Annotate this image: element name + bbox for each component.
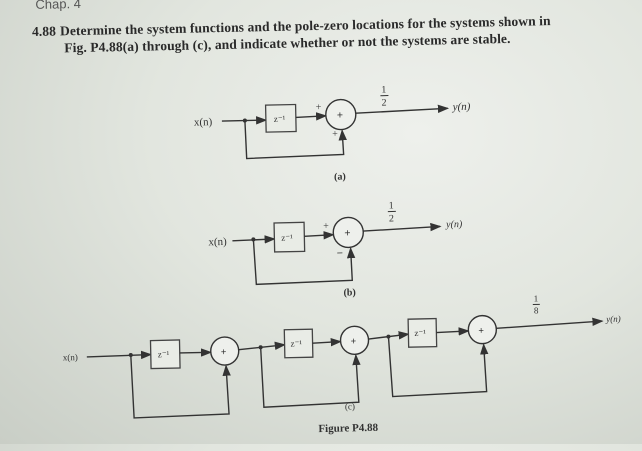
delay-label: z⁻¹: [274, 114, 286, 124]
figure-caption: Figure P4.88: [318, 422, 378, 435]
diagram-b: x(n) z⁻¹ + + − 1 2 y(n) (b): [208, 199, 465, 301]
line-5: [436, 331, 468, 333]
gain-numerator: 1: [389, 200, 394, 211]
delay-to-sum-line: [296, 116, 326, 118]
delay-label: z⁻¹: [281, 233, 293, 243]
gain-numerator: 1: [534, 293, 539, 303]
sign-bottom: −: [337, 248, 344, 260]
delay-label-1: z⁻¹: [158, 349, 170, 359]
summer-label: +: [337, 109, 344, 121]
summer-label: +: [344, 227, 351, 239]
summer-label-3: +: [478, 326, 484, 337]
output-line: [356, 108, 448, 113]
gain-numerator: 1: [381, 85, 386, 96]
delay-label-3: z⁻¹: [414, 328, 426, 338]
gain-denominator: 8: [534, 305, 539, 315]
diagram-a: x(n) z⁻¹ + + + 1 2 y(n) (a): [193, 83, 472, 186]
caption-a: (a): [334, 171, 346, 182]
line-1: [180, 352, 211, 353]
gain-denominator: 2: [389, 213, 394, 224]
caption-b: (b): [343, 287, 355, 298]
caption-c: (c): [345, 401, 355, 411]
diagram-c: x(n) z⁻¹ + z⁻¹ + z⁻¹ +: [62, 292, 623, 420]
sign-top: +: [316, 102, 322, 113]
output-line: [363, 226, 440, 231]
summer-label-2: +: [350, 336, 356, 347]
delay-label-2: z⁻¹: [290, 338, 302, 348]
line-3: [313, 342, 341, 344]
input-line: [87, 355, 151, 357]
input-label: x(n): [194, 116, 213, 128]
input-label: x(n): [208, 236, 227, 248]
output-label: y(n): [605, 314, 621, 324]
input-label: x(n): [63, 352, 78, 362]
gain-denominator: 2: [381, 98, 386, 109]
output-line: [496, 321, 602, 328]
summer-label-1: +: [221, 347, 227, 358]
feedback-line-3: [388, 335, 486, 397]
delay-to-sum-line: [304, 235, 333, 237]
sign-bottom: +: [332, 129, 338, 140]
output-label: y(n): [452, 101, 471, 113]
output-label: y(n): [445, 219, 463, 230]
sign-top: +: [323, 221, 329, 232]
